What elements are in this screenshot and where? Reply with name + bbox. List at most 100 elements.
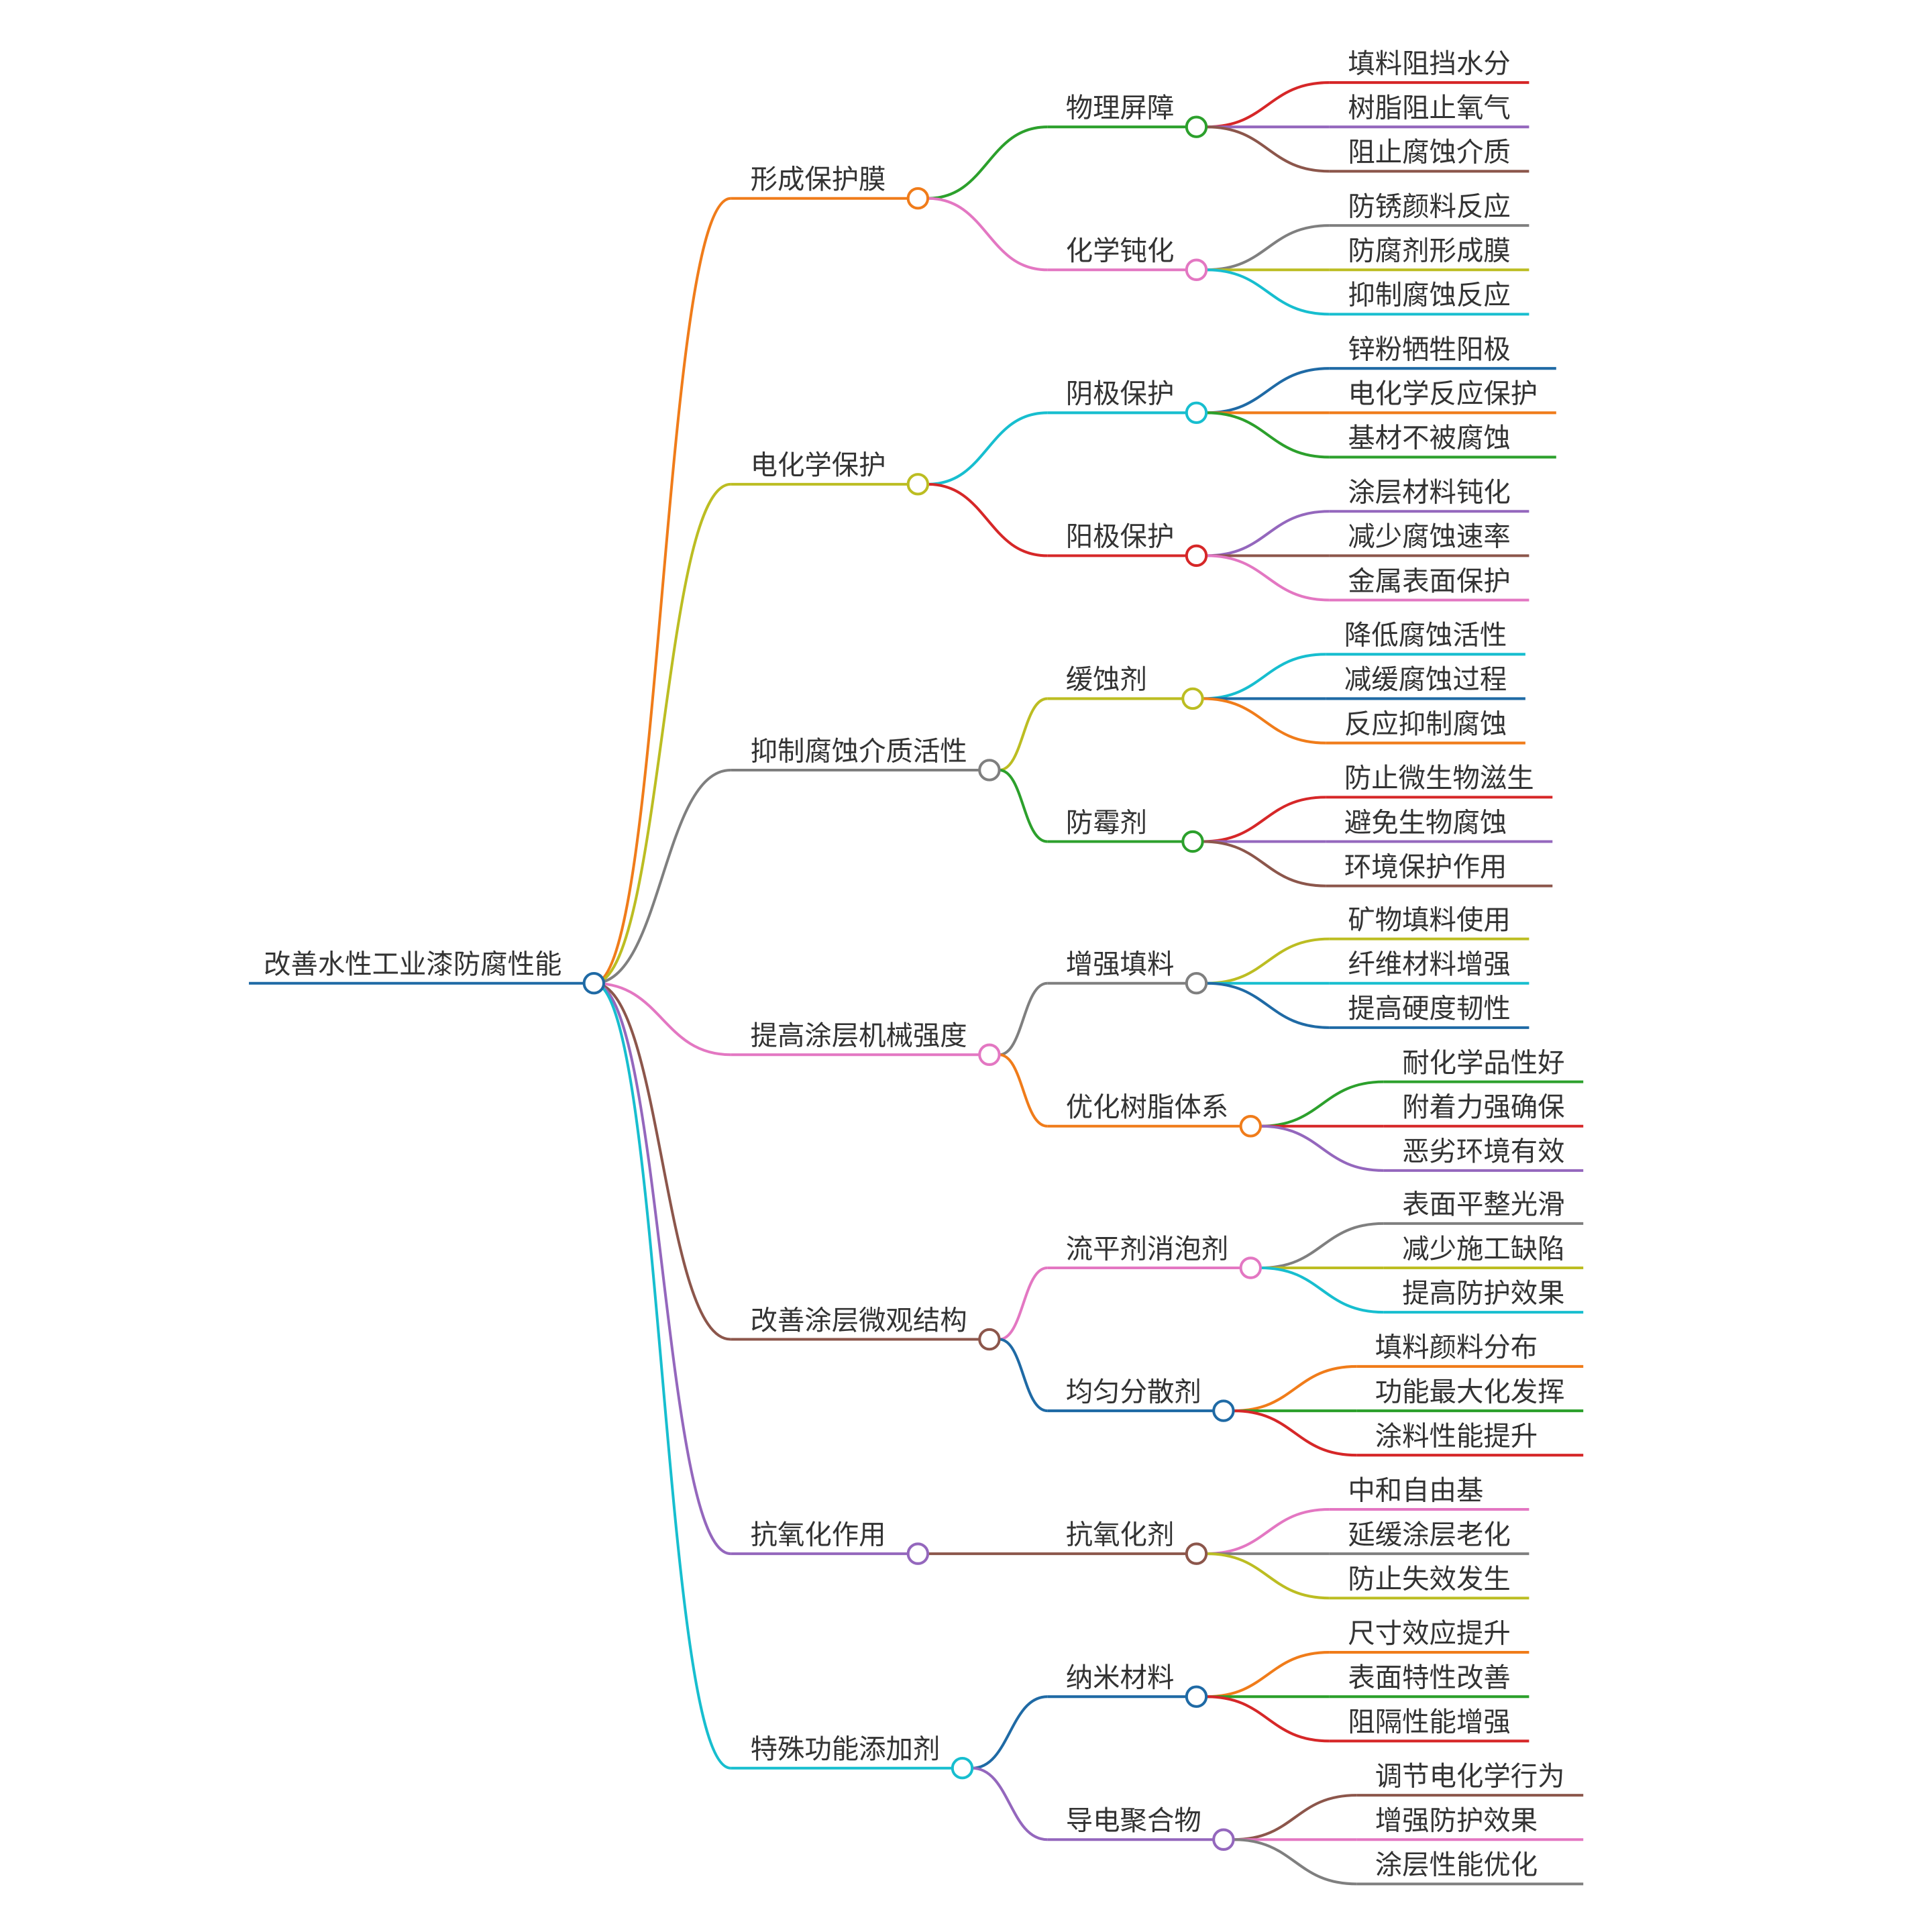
leaf-connector (1202, 840, 1326, 888)
leaf-connector (1206, 81, 1330, 129)
branch-connector (594, 981, 731, 1057)
leaf-label: 表面特性改善 (1348, 1661, 1510, 1693)
leaf-connector (1206, 367, 1330, 415)
sub-connector (972, 1766, 1048, 1841)
leaf-label: 减缓腐蚀过程 (1344, 663, 1507, 696)
sub-node[interactable] (1185, 401, 1208, 425)
sub-connector (928, 482, 1048, 557)
leaf-label: 阻止腐蚀介质 (1348, 136, 1510, 168)
leaf-label: 涂层性能优化 (1375, 1849, 1538, 1881)
leaf-label: 锌粉牺牲阳极 (1348, 333, 1510, 365)
leaf-connector (1206, 125, 1330, 173)
sub-label: 阳极保护 (1066, 521, 1175, 553)
leaf-connector (1202, 697, 1326, 745)
branch-connector (594, 981, 731, 1341)
leaf-label: 防止失效发生 (1348, 1563, 1510, 1595)
leaf-connector (1206, 1651, 1330, 1699)
leaf-connector (1206, 1695, 1330, 1743)
sub-label: 化学钝化 (1066, 235, 1175, 267)
leaf-label: 环境保护作用 (1344, 851, 1507, 883)
leaf-label: 涂料性能提升 (1375, 1419, 1538, 1452)
leaf-connector (1206, 268, 1330, 316)
leaf-connector (1260, 1124, 1384, 1172)
leaf-label: 恶劣环境有效 (1402, 1135, 1564, 1167)
sub-connector (972, 1695, 1048, 1770)
leaf-label: 矿物填料使用 (1348, 904, 1510, 936)
leaf-connector (1233, 1409, 1357, 1457)
root-label: 改善水性工业漆防腐性能 (264, 948, 561, 980)
sub-label: 优化树脂体系 (1066, 1091, 1228, 1123)
leaf-label: 填料阻挡水分 (1348, 47, 1510, 79)
branch-label: 改善涂层微观结构 (751, 1304, 967, 1336)
branch-label: 特殊功能添加剂 (751, 1733, 941, 1765)
leaf-label: 阻隔性能增强 (1348, 1706, 1510, 1738)
leaf-label: 调节电化学行为 (1375, 1760, 1565, 1792)
sub-node[interactable] (1212, 1399, 1235, 1422)
leaf-connector (1260, 1222, 1384, 1270)
branch-node[interactable] (978, 1328, 1001, 1351)
underline-layer (249, 81, 1584, 1886)
leaf-label: 防止微生物滋生 (1344, 762, 1534, 794)
node-circle-layer (582, 115, 1263, 1851)
branch-node[interactable] (951, 1757, 974, 1780)
sub-node[interactable] (1239, 1115, 1263, 1138)
leaf-label: 抑制腐蚀反应 (1348, 279, 1510, 311)
branch-node[interactable] (906, 473, 930, 496)
leaf-connector (1202, 653, 1326, 700)
branch-label: 电化学保护 (751, 449, 886, 481)
sub-connector (999, 768, 1048, 843)
sub-connector (928, 197, 1048, 272)
branch-label: 抑制腐蚀介质活性 (751, 735, 967, 767)
branch-node[interactable] (978, 759, 1001, 782)
branch-node[interactable] (978, 1043, 1001, 1066)
leaf-label: 表面平整光滑 (1402, 1188, 1564, 1220)
leaf-label: 纤维材料增强 (1348, 948, 1510, 980)
leaf-label: 提高硬度韧性 (1348, 992, 1510, 1024)
sub-label: 导电聚合物 (1066, 1805, 1201, 1837)
leaf-label: 功能最大化发挥 (1375, 1375, 1565, 1407)
sub-node[interactable] (1185, 115, 1208, 138)
branch-label: 提高涂层机械强度 (751, 1020, 967, 1052)
sub-node[interactable] (1185, 971, 1208, 995)
leaf-connector (1202, 796, 1326, 843)
sub-node[interactable] (1185, 1685, 1208, 1708)
leaf-connector (1206, 224, 1330, 272)
leaf-label: 提高防护效果 (1402, 1277, 1564, 1309)
root-node[interactable] (582, 971, 606, 995)
leaf-connector (1206, 981, 1330, 1029)
branch-node[interactable] (906, 1542, 930, 1565)
leaf-label: 减少腐蚀速率 (1348, 521, 1510, 553)
leaf-connector (1260, 1080, 1384, 1128)
sub-connector (928, 411, 1048, 486)
sub-label: 流平剂消泡剂 (1066, 1232, 1228, 1265)
branch-connector (594, 482, 731, 985)
connector-layer (594, 81, 1384, 1886)
leaf-label: 填料颜料分布 (1375, 1331, 1538, 1363)
branch-connector (594, 768, 731, 985)
sub-node[interactable] (1181, 687, 1204, 710)
leaf-label: 延缓涂层老化 (1348, 1518, 1510, 1550)
leaf-label: 基材不被腐蚀 (1348, 422, 1510, 454)
leaf-label: 附着力强确保 (1402, 1091, 1564, 1123)
sub-connector (928, 125, 1048, 200)
sub-node[interactable] (1212, 1828, 1235, 1851)
leaf-label: 避免生物腐蚀 (1344, 806, 1507, 839)
sub-node[interactable] (1181, 830, 1204, 853)
branch-connector (594, 981, 731, 1770)
leaf-label: 电化学反应保护 (1348, 378, 1538, 410)
sub-label: 均匀分散剂 (1066, 1375, 1201, 1407)
sub-node[interactable] (1185, 1542, 1208, 1565)
branch-node[interactable] (906, 187, 930, 210)
sub-label: 阴极保护 (1066, 378, 1175, 410)
leaf-label: 尺寸效应提升 (1348, 1617, 1510, 1649)
sub-node[interactable] (1185, 544, 1208, 568)
sub-connector (999, 981, 1048, 1057)
sub-connector (999, 1338, 1048, 1413)
sub-connector (999, 1266, 1048, 1341)
sub-node[interactable] (1239, 1256, 1263, 1279)
leaf-label: 防锈颜料反应 (1348, 190, 1510, 222)
leaf-label: 防腐剂形成膜 (1348, 235, 1510, 267)
leaf-label: 降低腐蚀活性 (1344, 619, 1507, 651)
leaf-connector (1206, 554, 1330, 602)
sub-node[interactable] (1185, 258, 1208, 281)
